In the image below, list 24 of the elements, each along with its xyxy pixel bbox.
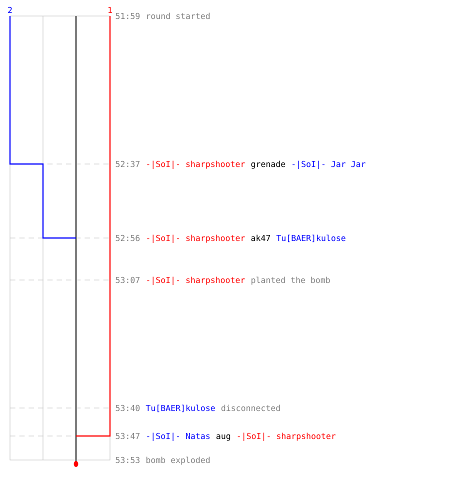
player-name: -|SoI|- Natas xyxy=(147,432,210,441)
time-label: 53:53 xyxy=(116,456,140,464)
time-label: 51:59 xyxy=(116,12,140,20)
team-count: 2 xyxy=(8,6,12,13)
event-text: round started xyxy=(147,12,210,20)
event-text: bomb exploded xyxy=(146,456,210,465)
player-name: -|SoI|- sharpshooter xyxy=(147,160,245,169)
player-name: -|SoI|- Jar Jar xyxy=(292,160,366,169)
player-name: Tu[BAER]kulose xyxy=(146,404,215,412)
weapon-label: ak47 xyxy=(251,234,270,242)
player-name: -|SoI|- sharpshooter xyxy=(238,432,336,441)
time-label: 52:37 xyxy=(116,160,140,168)
event-text: disconnected xyxy=(221,404,280,412)
time-label: 53:07 xyxy=(116,276,140,284)
team-count: 1 xyxy=(108,6,112,13)
weapon-label: aug xyxy=(216,434,230,441)
time-label: 53:40 xyxy=(116,404,140,412)
weapon-label: grenade xyxy=(251,160,286,169)
time-label: 52:56 xyxy=(116,234,140,242)
player-name: -|SoI|- sharpshooter xyxy=(147,234,245,243)
player-name: -|SoI|- sharpshooter xyxy=(147,276,245,285)
time-label: 53:47 xyxy=(116,432,140,440)
player-name: Tu[BAER]kulose xyxy=(276,234,346,242)
event-text: planted the bomb xyxy=(252,276,330,285)
